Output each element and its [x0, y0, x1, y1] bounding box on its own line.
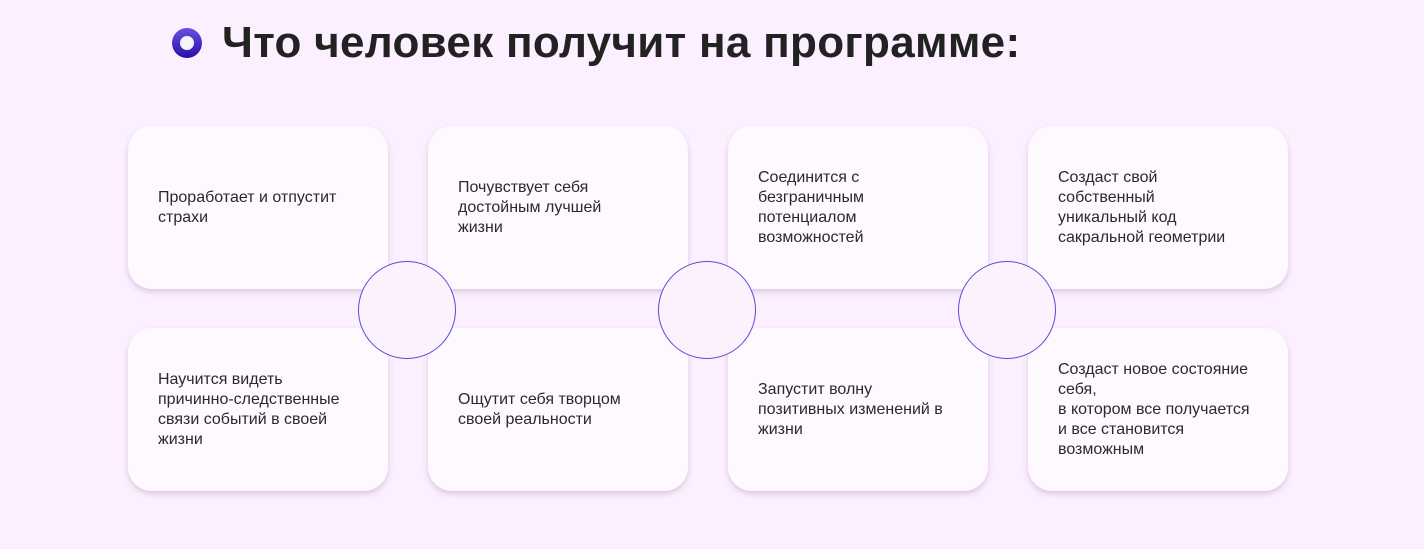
- benefit-card: Научится видеть причинно-следственные св…: [128, 328, 388, 491]
- decorative-circle: [358, 261, 456, 359]
- card-text: Создаст новое состояние себя, в котором …: [1058, 360, 1250, 458]
- benefit-card: Соединится с безграничным потенциалом во…: [728, 126, 988, 289]
- header: Что человек получит на программе:: [172, 18, 1020, 68]
- card-text: Проработает и отпустит страхи: [158, 188, 337, 226]
- benefit-card: Создаст новое состояние себя, в котором …: [1028, 328, 1288, 491]
- benefit-card: Создаст свой собственный уникальный код …: [1028, 126, 1288, 289]
- bullet-ring-icon: [172, 28, 202, 58]
- benefit-card: Запустит волну позитивных изменений в жи…: [728, 328, 988, 491]
- benefit-card: Проработает и отпустит страхи: [128, 126, 388, 289]
- card-text: Почувствует себя достойным лучшей жизни: [458, 178, 602, 236]
- benefit-card: Ощутит себя творцом своей реальности: [428, 328, 688, 491]
- card-text: Запустит волну позитивных изменений в жи…: [758, 380, 943, 438]
- card-text: Соединится с безграничным потенциалом во…: [758, 168, 864, 246]
- decorative-circle: [658, 261, 756, 359]
- decorative-circle: [958, 261, 1056, 359]
- card-text: Ощутит себя творцом своей реальности: [458, 390, 621, 428]
- benefit-card: Почувствует себя достойным лучшей жизни: [428, 126, 688, 289]
- card-text: Создаст свой собственный уникальный код …: [1058, 168, 1226, 246]
- card-text: Научится видеть причинно-следственные св…: [158, 370, 340, 448]
- page-title: Что человек получит на программе:: [222, 18, 1021, 67]
